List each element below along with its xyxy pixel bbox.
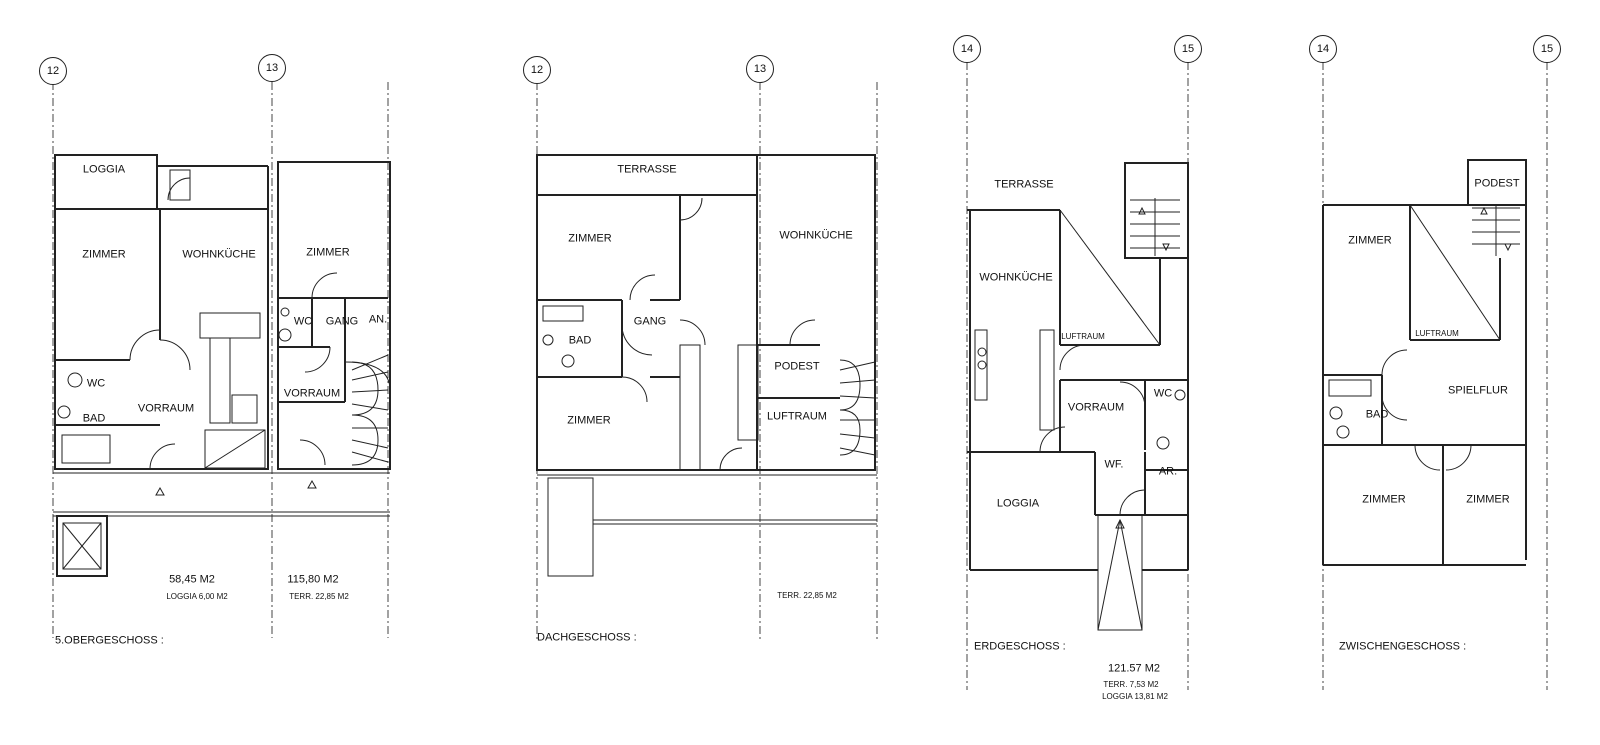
area-label-total: 121.57 M2 xyxy=(1108,662,1160,675)
room-label-abstellraum: AR. xyxy=(1158,465,1178,478)
plan-title-erdgeschoss: ERDGESCHOSS : xyxy=(974,640,1066,653)
room-label-vorraum: VORRAUM xyxy=(137,402,195,415)
axis-bubble-14: 14 xyxy=(953,35,981,63)
stair-erdgeschoss xyxy=(1130,198,1180,256)
room-label-bad: BAD xyxy=(568,334,592,347)
area-label-terrasse: TERR. 22,85 M2 xyxy=(777,591,837,600)
area-label-loggia: LOGGIA 13,81 M2 xyxy=(1102,692,1168,701)
plan-title-obergeschoss: 5.OBERGESCHOSS : xyxy=(55,634,164,647)
room-label-luftraum: LUFTRAUM xyxy=(1415,329,1459,338)
room-label-zimmer: ZIMMER xyxy=(82,248,126,261)
room-label-terrasse: TERRASSE xyxy=(617,163,677,176)
room-label-abstellraum: AN. xyxy=(368,313,388,326)
room-label-gang: GANG xyxy=(325,315,359,328)
axis-bubble-13: 13 xyxy=(746,55,774,83)
axis-bubble-15: 15 xyxy=(1533,35,1561,63)
axis-bubble-14: 14 xyxy=(1309,35,1337,63)
plan-zwischengeschoss xyxy=(1322,159,1527,566)
room-label-wohnkueche: WOHNKÜCHE xyxy=(779,229,853,242)
room-label-wc: WC xyxy=(293,315,313,328)
room-label-bad: BAD xyxy=(1365,408,1389,421)
plan-title-zwischengeschoss: ZWISCHENGESCHOSS : xyxy=(1339,640,1467,653)
plan-dachgeschoss xyxy=(536,154,877,577)
area-label-terrasse: TERR. 22,85 M2 xyxy=(289,592,349,601)
room-label-wc: WC xyxy=(86,377,106,390)
room-label-luftraum: LUFTRAUM xyxy=(1061,332,1105,341)
room-label-wohnkueche: WOHNKÜCHE xyxy=(182,248,256,261)
axis-bubble-13: 13 xyxy=(258,54,286,82)
room-label-loggia: LOGGIA xyxy=(996,497,1040,510)
room-label-zimmer: ZIMMER xyxy=(1348,234,1392,247)
area-label-whg-b: 115,80 M2 xyxy=(287,573,339,586)
plan-title-dachgeschoss: DACHGESCHOSS : xyxy=(537,631,637,644)
room-label-zimmer: ZIMMER xyxy=(567,414,611,427)
area-label-terrasse: TERR. 7,53 M2 xyxy=(1103,680,1159,689)
room-label-loggia: LOGGIA xyxy=(82,163,126,176)
room-label-podest: PODEST xyxy=(774,360,820,373)
plan-erdgeschoss xyxy=(967,162,1189,631)
room-label-zimmer: ZIMMER xyxy=(568,232,612,245)
room-label-terrasse: TERRASSE xyxy=(994,178,1054,191)
area-label-whg-a: 58,45 M2 xyxy=(169,573,215,586)
room-label-zimmer: ZIMMER xyxy=(306,246,350,259)
room-label-vorraum: VORRAUM xyxy=(283,387,341,400)
room-label-wc: WC xyxy=(1153,387,1173,400)
stair-obergeschoss xyxy=(344,354,391,466)
room-label-luftraum: LUFTRAUM xyxy=(767,410,827,423)
room-label-wohnkueche: WOHNKÜCHE xyxy=(979,271,1053,284)
room-label-spielflur: SPIELFLUR xyxy=(1448,384,1508,397)
axis-bubble-12: 12 xyxy=(39,57,67,85)
room-label-zimmer: ZIMMER xyxy=(1466,493,1510,506)
stair-zwischengeschoss xyxy=(1472,205,1520,256)
stair-dachgeschoss xyxy=(839,359,876,456)
plan-obergeschoss xyxy=(53,154,391,577)
axis-bubble-12: 12 xyxy=(523,56,551,84)
room-label-bad: BAD xyxy=(82,412,106,425)
room-label-gang: GANG xyxy=(633,315,667,328)
room-label-windfang: WF. xyxy=(1104,458,1124,471)
area-label-loggia: LOGGIA 6,00 M2 xyxy=(166,592,228,601)
room-label-zimmer: ZIMMER xyxy=(1362,493,1406,506)
axis-bubble-15: 15 xyxy=(1174,35,1202,63)
room-label-podest: PODEST xyxy=(1474,177,1520,190)
room-label-vorraum: VORRAUM xyxy=(1067,401,1125,414)
